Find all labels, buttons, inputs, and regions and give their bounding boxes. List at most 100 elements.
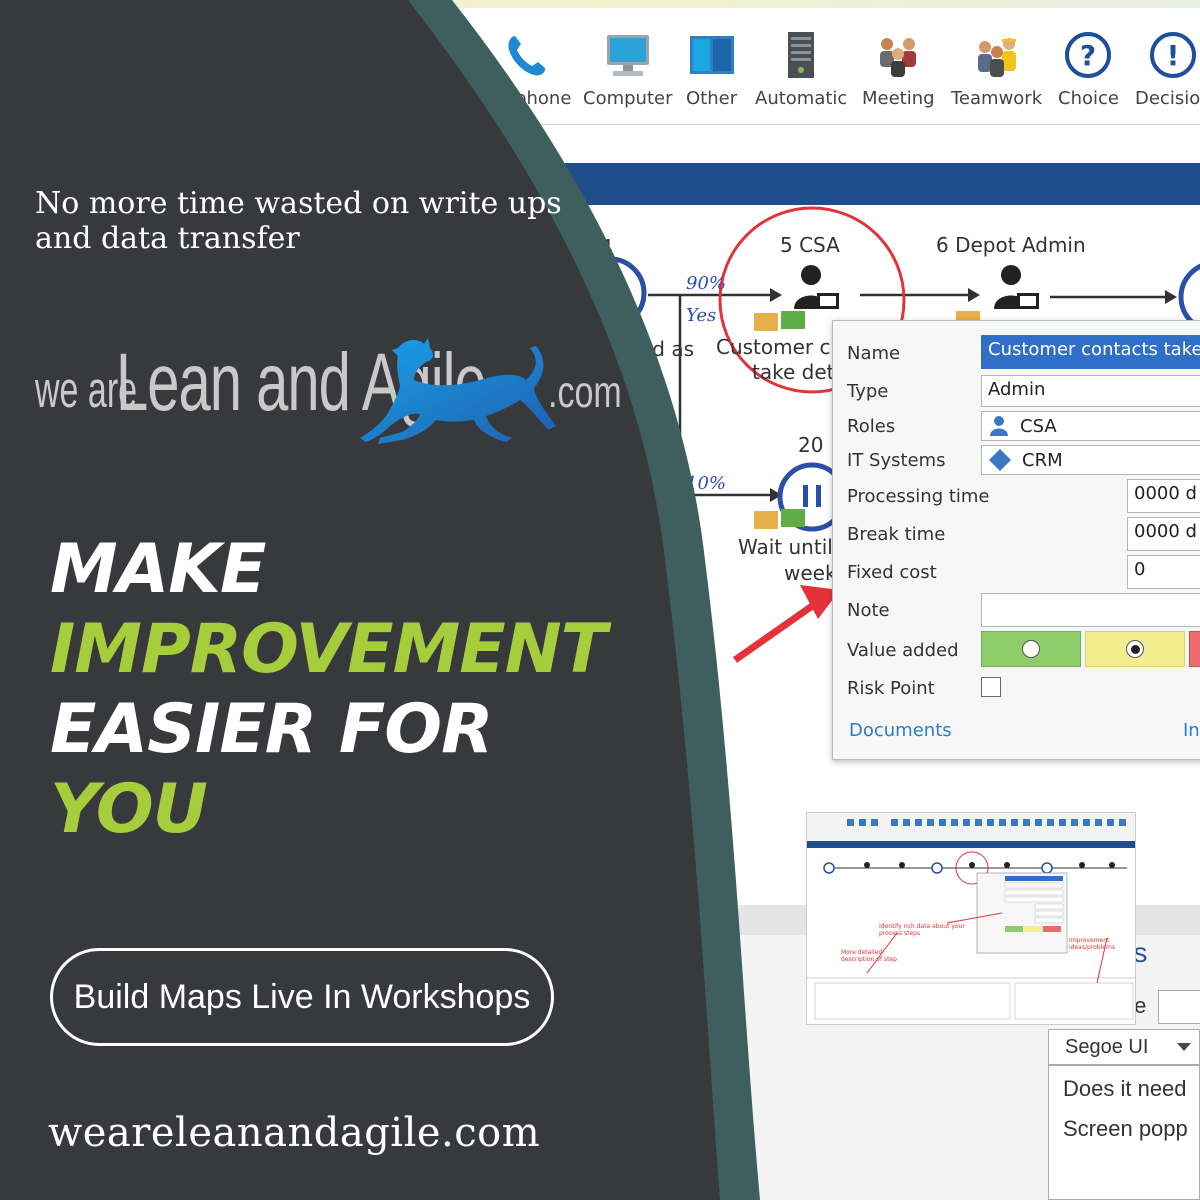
step-6-title: 6 Depot Admin <box>936 233 1086 257</box>
remarks-line-1: Does it need <box>1063 1076 1187 1101</box>
toolbar-top-strip <box>0 0 1200 8</box>
step-7-node <box>1178 263 1200 331</box>
it-system-diamond-icon <box>989 449 1011 471</box>
processing-time-label: Processing time <box>847 486 990 507</box>
step-5-title: 5 CSA <box>780 233 840 257</box>
risk-point-checkbox[interactable] <box>981 677 1001 697</box>
it-systems-field[interactable]: CRM <box>981 445 1200 475</box>
question-icon: ? <box>1065 32 1112 78</box>
type-label: Type <box>847 381 889 402</box>
logo-we-are: we are <box>35 362 138 419</box>
thumbnail-callout-2: More detailed description of step <box>841 949 897 963</box>
toolbar-label: Teamwork <box>951 88 1043 109</box>
website-link[interactable]: weareleanandagile.com <box>48 1110 541 1156</box>
comment-icon <box>754 511 778 529</box>
step-5-text-2: take det <box>752 360 835 384</box>
toolbar-label: Other <box>686 88 738 109</box>
type-field[interactable]: Admin <box>981 375 1200 407</box>
toolbar-teamwork[interactable]: Teamwork <box>951 30 1042 109</box>
ribbon-toolbar: Telephone Computer Other <box>0 0 1200 125</box>
tagline: No more time wasted on write ups and dat… <box>35 186 562 256</box>
step-20-text-2: week <box>784 561 837 585</box>
documents-link[interactable]: Documents <box>849 720 952 741</box>
comment-icon <box>781 311 805 329</box>
remarks-text-area[interactable]: Does it need Screen popp <box>1048 1065 1200 1200</box>
person-icon <box>801 265 821 285</box>
fixed-cost-field[interactable]: 0 <box>1127 555 1200 589</box>
comment-icon <box>781 509 805 527</box>
toolbar-automatic[interactable]: Automatic <box>755 30 847 109</box>
radio-selected-icon <box>1126 640 1144 658</box>
value-added-no[interactable] <box>1189 631 1200 667</box>
font-select[interactable]: Segoe UI <box>1048 1029 1200 1065</box>
chevron-down-icon <box>1177 1043 1191 1051</box>
cta-button[interactable]: Build Maps Live In Workshops <box>50 948 554 1046</box>
value-added-neutral[interactable] <box>1085 631 1185 667</box>
other-icon <box>689 36 734 74</box>
headline: MAKE IMPROVEMENT EASIER FOR YOU <box>50 530 607 850</box>
headline-line-4: YOU <box>50 770 208 849</box>
step-20-number: 20 <box>798 433 824 457</box>
teamwork-icon <box>977 38 1016 77</box>
toolbar-choice[interactable]: ? Choice <box>1058 30 1119 109</box>
logo-suffix: .com <box>548 368 622 418</box>
break-time-field[interactable]: 0000 d <box>1127 517 1200 551</box>
svg-text:!: ! <box>1167 39 1180 72</box>
thumbnail-callout-1: Identify rich data about your process st… <box>879 923 965 937</box>
exclamation-icon: ! <box>1150 32 1197 78</box>
font-select-value: Segoe UI <box>1065 1035 1149 1058</box>
toolbar-label: Automatic <box>755 88 848 109</box>
step-20-text-1: Wait until <box>738 535 833 559</box>
toolbar-meeting[interactable]: Meeting <box>862 30 935 109</box>
it-systems-value: CRM <box>1022 449 1063 471</box>
headline-line-2: IMPROVEMENT <box>50 610 607 689</box>
name-label: Name <box>847 343 901 364</box>
toolbar-computer[interactable]: Computer <box>583 30 672 109</box>
step-5-text-1: Customer c <box>716 335 831 359</box>
thumbnail-callout-3: Improvement ideas/problems <box>1069 937 1115 951</box>
toolbar-telephone[interactable]: Telephone <box>480 30 571 109</box>
name-field[interactable]: Customer contacts take de <box>981 335 1200 369</box>
step-4-number: 4 <box>600 235 613 259</box>
toolbar-label: Telephone <box>480 88 572 109</box>
probability-90: 90% <box>686 273 727 294</box>
app-thumbnail: Identify rich data about your process st… <box>806 812 1136 1025</box>
improvements-link[interactable]: In <box>1183 720 1200 741</box>
server-icon <box>788 32 815 78</box>
remarks-line-2: Screen popp <box>1063 1116 1188 1141</box>
fixed-cost-label: Fixed cost <box>847 562 937 583</box>
toolbar-label: Choice <box>1058 88 1119 109</box>
yes-label: Yes <box>686 305 717 326</box>
headline-line-1: MAKE <box>50 530 266 609</box>
roles-value: CSA <box>1020 415 1057 437</box>
toolbar-label: Meeting <box>862 88 935 109</box>
comment-icon <box>754 313 778 331</box>
step-4-node <box>573 256 647 330</box>
processing-time-field[interactable]: 0000 d <box>1127 479 1200 513</box>
note-label: Note <box>847 600 890 621</box>
radio-icon <box>1022 640 1040 658</box>
roles-label: Roles <box>847 416 896 437</box>
template-field[interactable] <box>1158 990 1200 1024</box>
value-added-yes[interactable] <box>981 631 1081 667</box>
step-properties-dialog: Name Customer contacts take de Type Admi… <box>832 320 1200 760</box>
role-person-icon <box>990 416 1008 436</box>
svg-text:?: ? <box>1080 39 1096 72</box>
brand-logo: we are Lean and Agile .com <box>30 330 622 450</box>
thumbnail-graphics <box>807 813 1135 1020</box>
step-4-text: ed as <box>640 337 695 361</box>
toolbar-label: Computer <box>583 88 673 109</box>
value-added-label: Value added <box>847 640 959 661</box>
meeting-icon <box>880 38 917 77</box>
toolbar-decision[interactable]: ! Decision <box>1135 30 1200 109</box>
person-icon <box>1001 265 1021 285</box>
probability-10: 10% <box>686 473 727 494</box>
note-field[interactable] <box>981 593 1200 627</box>
toolbar-label: Decision <box>1135 88 1200 109</box>
headline-line-3: EASIER FOR <box>50 690 493 769</box>
toolbar-other[interactable]: Other <box>686 30 737 109</box>
roles-field[interactable]: CSA <box>981 411 1200 441</box>
telephone-icon <box>508 36 545 76</box>
computer-icon <box>606 35 649 76</box>
it-systems-label: IT Systems <box>847 450 946 471</box>
